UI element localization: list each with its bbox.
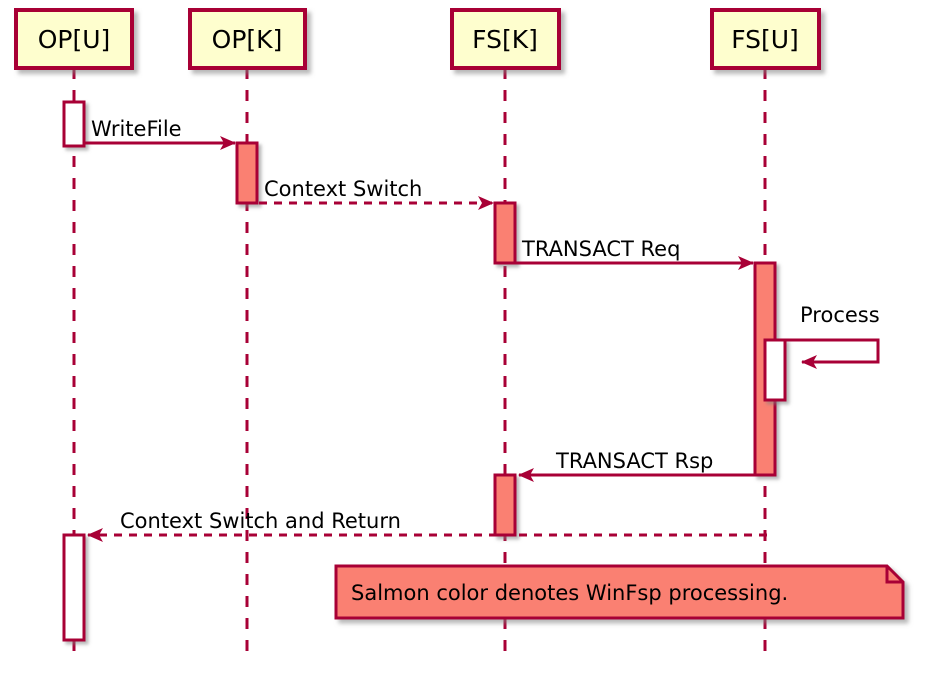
note-shape[interactable] — [334, 564, 905, 620]
participant-fs-k[interactable]: FS[K] — [450, 8, 561, 70]
participant-op-k[interactable]: OP[K] — [188, 8, 307, 70]
message-writefile[interactable]: WriteFile — [84, 117, 236, 150]
message-transact-req[interactable]: TRANSACT Req — [515, 237, 754, 270]
note-text: Salmon color denotes WinFsp processing. — [351, 581, 788, 605]
participant-label-op-k: OP[K] — [212, 25, 283, 54]
participant-op-u[interactable]: OP[U] — [14, 8, 134, 70]
activation-op-k[interactable] — [235, 141, 259, 205]
participant-label-fs-u: FS[U] — [731, 25, 799, 54]
participant-box-fs-k[interactable] — [450, 8, 561, 70]
activation-op-u-writefile[interactable] — [62, 100, 86, 148]
activation-fs-k-response[interactable] — [493, 473, 517, 537]
message-line-process-self — [786, 338, 880, 369]
participant-box-op-u[interactable] — [14, 8, 134, 70]
message-label-transact-req: TRANSACT Req — [521, 237, 680, 261]
message-label-process: Process — [800, 303, 880, 327]
participant-box-op-k[interactable] — [188, 8, 307, 70]
participant-label-fs-k: FS[K] — [472, 25, 538, 54]
activation-fs-u-nested-process[interactable] — [763, 338, 787, 402]
participant-box-fs-u[interactable] — [710, 8, 821, 70]
message-context-switch[interactable]: Context Switch — [259, 177, 494, 210]
message-label-transact-rsp: TRANSACT Rsp — [555, 449, 713, 473]
activation-op-u-return[interactable] — [62, 533, 86, 642]
message-label-writefile: WriteFile — [91, 117, 182, 141]
message-transact-rsp[interactable]: TRANSACT Rsp — [518, 449, 757, 482]
note-fold-corner — [885, 566, 903, 584]
note-salmon-legend[interactable]: Salmon color denotes WinFsp processing. — [334, 564, 905, 620]
activation-bars-group — [62, 100, 787, 642]
participant-label-op-u: OP[U] — [38, 25, 111, 54]
activation-fs-k-request[interactable] — [493, 201, 517, 265]
message-context-switch-and-return[interactable]: Context Switch and Return — [87, 509, 767, 542]
message-process-self[interactable]: Process — [786, 303, 880, 369]
participant-fs-u[interactable]: FS[U] — [710, 8, 821, 70]
message-label-context-switch: Context Switch — [264, 177, 422, 201]
message-label-context-switch-and-return: Context Switch and Return — [120, 509, 401, 533]
